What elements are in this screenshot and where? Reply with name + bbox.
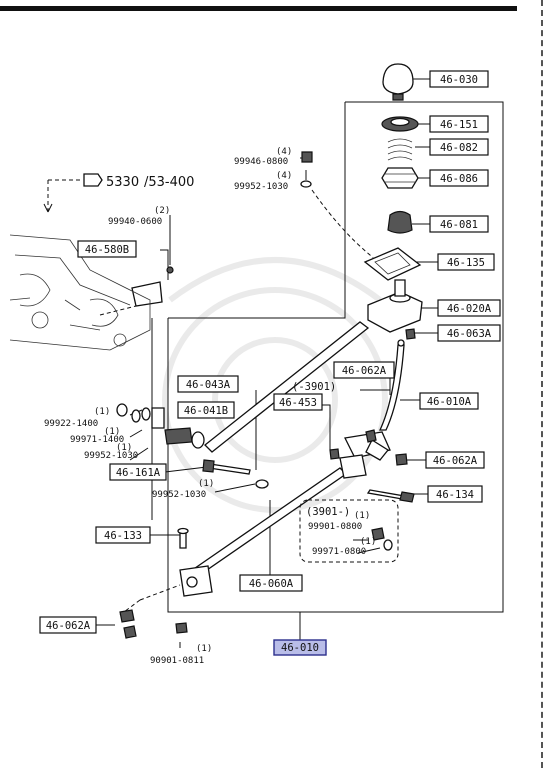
boot-ring xyxy=(381,116,419,132)
svg-text:99946-0800: 99946-0800 xyxy=(234,157,288,167)
label-46-010-highlighted: 46-010 xyxy=(273,639,327,656)
svg-text:46-135: 46-135 xyxy=(447,257,485,269)
pin-133 xyxy=(177,527,189,549)
svg-text:46-161A: 46-161A xyxy=(116,467,161,479)
nut-062a-mid xyxy=(365,429,377,443)
svg-text:99971-1400: 99971-1400 xyxy=(70,435,124,445)
svg-text:46-082: 46-082 xyxy=(440,142,478,154)
lever-housing xyxy=(367,279,423,333)
label-46-043a: 46-043A xyxy=(177,375,239,393)
label-46-580b: 46-580B xyxy=(77,240,137,258)
svg-text:99952-1030: 99952-1030 xyxy=(84,451,138,461)
rod-end-joint xyxy=(179,565,213,597)
top-rule xyxy=(0,6,517,11)
svg-text:(2): (2) xyxy=(154,206,170,216)
label-46-081: 46-081 xyxy=(429,215,489,233)
leader-lines xyxy=(47,78,504,648)
bushing-041b xyxy=(164,427,205,449)
svg-text:99940-0600: 99940-0600 xyxy=(108,217,162,227)
svg-text:(1): (1) xyxy=(354,511,370,521)
svg-text:46-020A: 46-020A xyxy=(447,303,492,315)
svg-text:46-133: 46-133 xyxy=(104,530,142,542)
svg-text:(3901-): (3901-) xyxy=(306,506,350,518)
spring xyxy=(387,138,413,161)
svg-text:(4): (4) xyxy=(276,147,292,157)
bolt-161a xyxy=(202,459,269,489)
svg-text:46-060A: 46-060A xyxy=(249,578,294,590)
label-46-060a: 46-060A xyxy=(239,574,303,592)
svg-text:46-041B: 46-041B xyxy=(184,405,228,417)
svg-text:5330: 5330 xyxy=(106,175,139,190)
svg-text:46-010A: 46-010A xyxy=(427,396,472,408)
svg-text:(1): (1) xyxy=(196,644,212,654)
watermark xyxy=(162,257,388,513)
label-46-010a: 46-010A xyxy=(419,392,479,410)
svg-text:46-086: 46-086 xyxy=(440,173,478,185)
svg-text:(1): (1) xyxy=(198,479,214,489)
callouts: (4) 99946-0800 (4) 99952-1030 (2) 99940-… xyxy=(44,147,376,666)
label-46-453: 46-453 xyxy=(273,393,323,411)
label-46-062a-mid: 46-062A xyxy=(333,361,395,379)
dashed-group-box xyxy=(299,499,399,563)
svg-text:46-453: 46-453 xyxy=(279,397,317,409)
svg-text:(-3901): (-3901) xyxy=(292,381,336,393)
shift-knob xyxy=(382,63,414,101)
reference-5330-53-400: 5330 /53-400 xyxy=(43,173,194,213)
svg-text:(1): (1) xyxy=(116,443,132,453)
svg-text:(1): (1) xyxy=(104,427,120,437)
bushing-upper xyxy=(387,210,413,234)
svg-text:(1): (1) xyxy=(94,407,110,417)
page-right-edge xyxy=(541,0,543,768)
floor-panel xyxy=(9,234,151,351)
shift-lever xyxy=(378,339,405,431)
washer-453 xyxy=(329,448,340,460)
bracket-580b xyxy=(131,266,174,307)
label-46-062a-left: 46-062A xyxy=(39,616,97,634)
svg-text:99952-1030: 99952-1030 xyxy=(234,182,288,192)
svg-text:46-043A: 46-043A xyxy=(186,379,231,391)
label-46-135: 46-135 xyxy=(437,253,495,271)
bolt-063a xyxy=(405,328,416,340)
shift-boot xyxy=(381,167,419,189)
svg-text:46-030: 46-030 xyxy=(440,74,478,86)
svg-text:99922-1400: 99922-1400 xyxy=(44,419,98,429)
bushing-043a xyxy=(151,407,165,429)
svg-text:(4): (4) xyxy=(276,171,292,181)
svg-text:46-081: 46-081 xyxy=(440,219,478,231)
nut-062a-right xyxy=(395,453,408,466)
svg-text:46-580B: 46-580B xyxy=(85,244,129,256)
bolt-134 xyxy=(366,489,415,503)
label-46-063a: 46-063A xyxy=(437,324,501,342)
svg-text:46-063A: 46-063A xyxy=(447,328,492,340)
label-46-151: 46-151 xyxy=(429,115,489,133)
label-46-161a: 46-161A xyxy=(109,463,167,481)
label-46-134: 46-134 xyxy=(427,485,483,503)
label-46-062a-right: 46-062A xyxy=(425,451,485,469)
label-46-020a: 46-020A xyxy=(437,299,501,317)
svg-text:99971-0800: 99971-0800 xyxy=(312,547,366,557)
gasket-plate xyxy=(363,247,422,281)
small-bolt-top xyxy=(300,151,313,188)
label-46-030: 46-030 xyxy=(429,70,489,88)
svg-text:99952-1030: 99952-1030 xyxy=(152,490,206,500)
svg-text:46-151: 46-151 xyxy=(440,119,478,131)
svg-text:46-062A: 46-062A xyxy=(342,365,387,377)
label-46-041b: 46-041B xyxy=(177,401,235,419)
svg-text:(1): (1) xyxy=(360,537,376,547)
label-46-133: 46-133 xyxy=(95,526,151,544)
washers-left xyxy=(116,403,151,423)
label-46-086: 46-086 xyxy=(429,169,489,187)
shift-rod-main xyxy=(204,321,370,453)
nuts-left xyxy=(119,609,188,639)
svg-text:90901-0811: 90901-0811 xyxy=(150,656,204,666)
svg-text:46-062A: 46-062A xyxy=(433,455,478,467)
label-46-082: 46-082 xyxy=(429,138,489,156)
svg-text:46-010: 46-010 xyxy=(281,642,319,654)
svg-text:99901-0800: 99901-0800 xyxy=(308,522,362,532)
svg-text:46-134: 46-134 xyxy=(436,489,474,501)
svg-text:46-062A: 46-062A xyxy=(46,620,91,632)
svg-text:/53-400: /53-400 xyxy=(144,175,194,190)
